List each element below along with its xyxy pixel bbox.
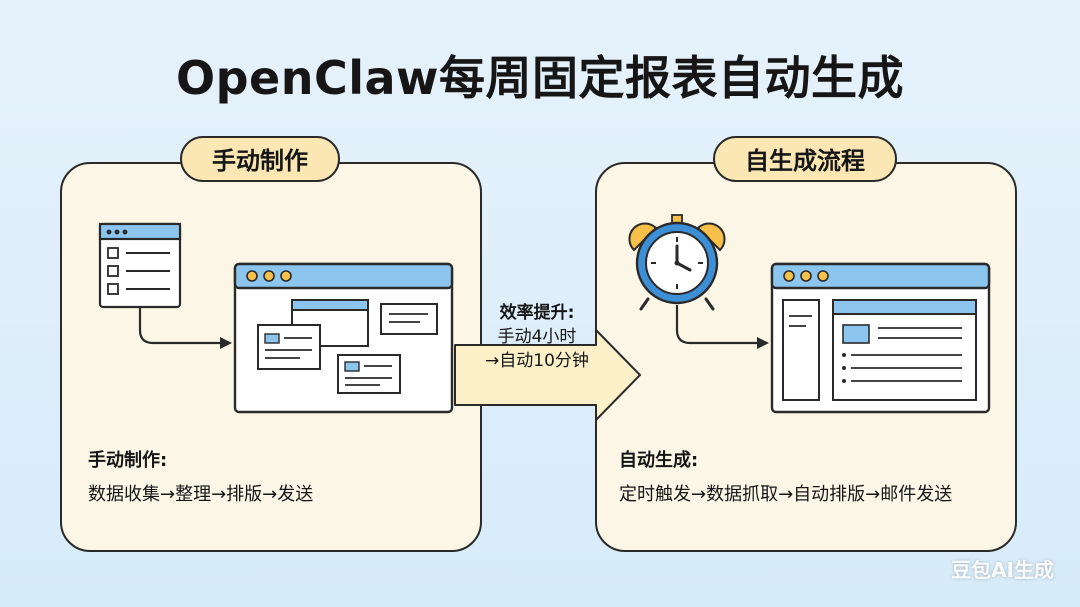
efficiency-auto-time: →自动10分钟 bbox=[485, 351, 589, 371]
right-connector-arrow bbox=[675, 305, 769, 349]
manual-label-pill: 手动制作 bbox=[180, 136, 340, 182]
efficiency-arrow bbox=[454, 329, 641, 421]
checklist-window-icon bbox=[98, 222, 182, 309]
auto-caption-steps: 定时触发→数据抓取→自动排版→邮件发送 bbox=[619, 484, 953, 505]
efficiency-manual-time: 手动4小时 bbox=[497, 327, 577, 347]
efficiency-heading: 效率提升: bbox=[499, 303, 575, 323]
auto-report-window bbox=[770, 262, 991, 414]
manual-caption-title: 手动制作: bbox=[88, 450, 168, 471]
auto-label-pill: 自生成流程 bbox=[713, 136, 897, 182]
alarm-clock-icon bbox=[628, 214, 726, 311]
page-title: OpenClaw每周固定报表自动生成 bbox=[175, 51, 905, 105]
manual-caption-steps: 数据收集→整理→排版→发送 bbox=[88, 484, 314, 505]
manual-editor-window bbox=[233, 262, 454, 414]
auto-caption-title: 自动生成: bbox=[619, 450, 699, 471]
left-connector-arrow bbox=[138, 307, 232, 349]
efficiency-text: 效率提升: 手动4小时 →自动10分钟 bbox=[462, 301, 612, 373]
watermark: 豆包AI生成 bbox=[951, 558, 1054, 582]
